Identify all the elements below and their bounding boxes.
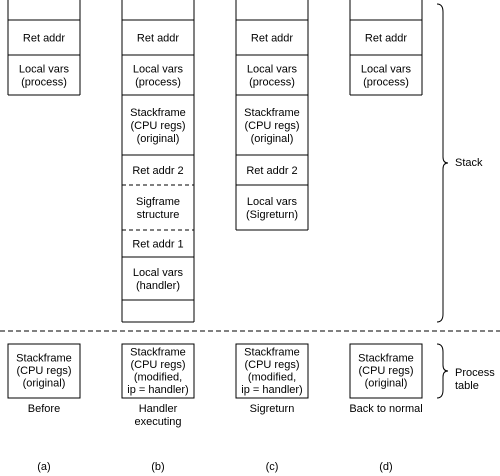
column-caption-line: Handler xyxy=(139,403,178,415)
process-table-text-line: Stackframe xyxy=(16,353,72,365)
stack-cell-text-line: Ret addr xyxy=(137,33,180,45)
stack-cell-text-line: Ret addr 2 xyxy=(132,165,183,177)
process-table-text: Stackframe(CPU regs)(modified,ip = handl… xyxy=(127,346,188,396)
stack-cell-text: Ret addr xyxy=(23,33,66,45)
process-table-frame xyxy=(349,343,423,399)
process-table-text-line: (original) xyxy=(23,378,66,390)
process-table-text-line: (CPU regs) xyxy=(130,359,185,371)
column-letter: (b) xyxy=(151,461,164,473)
process-table-text-line: (CPU regs) xyxy=(358,365,413,377)
stack-cell-text: Local vars(handler) xyxy=(133,267,184,292)
stack-cell-text: Local vars(process) xyxy=(361,64,412,89)
stack-cell-text-line: Stackframe xyxy=(130,107,186,119)
process-table-text: Stackframe(CPU regs)(original) xyxy=(16,353,72,390)
process-table-label-line: Process xyxy=(455,367,495,379)
process-table-text: Stackframe(CPU regs)(original) xyxy=(358,353,414,390)
process-table-brace xyxy=(436,343,449,399)
stack-cell-text-line: Local vars xyxy=(133,267,184,279)
stack-cell-text: Stackframe(CPU regs)(original) xyxy=(130,107,186,145)
process-table-text-line: (CPU regs) xyxy=(16,365,71,377)
stack-cell-text-line: Local vars xyxy=(247,64,298,76)
column-caption: Before xyxy=(28,403,60,415)
stack-cell-text-line: Local vars xyxy=(133,64,184,76)
stack-cell-text-line: (CPU regs) xyxy=(130,120,185,132)
stack-cell-text-line: (process) xyxy=(21,77,67,89)
stack-cell-text: Ret addr 2 xyxy=(246,165,297,177)
stack-cell-text: Local vars(Sigreturn) xyxy=(246,196,298,221)
process-table-frame xyxy=(235,343,309,399)
process-table-frame xyxy=(7,343,81,399)
process-table-layer: Stackframe(CPU regs)(original)Stackframe… xyxy=(7,343,423,399)
stack-cell-text-line: Local vars xyxy=(19,64,70,76)
stack-cell-text-line: Stackframe xyxy=(244,107,300,119)
process-table-box: Stackframe(CPU regs)(original) xyxy=(349,343,423,399)
stack-cell-text-line: structure xyxy=(137,209,180,221)
stack-cell-text-line: (process) xyxy=(249,77,295,89)
column-caption-line: Sigreturn xyxy=(250,403,295,415)
stack-cell-text: Local vars(process) xyxy=(133,64,184,89)
column-letter: (a) xyxy=(37,461,50,473)
column-caption: Back to normal xyxy=(349,403,422,415)
stack-cell-text-line: Ret addr xyxy=(23,33,66,45)
stack-cell-text-line: Sigframe xyxy=(136,196,180,208)
stack-cell-text-line: (process) xyxy=(135,77,181,89)
stack-cell-text-line: Ret addr 2 xyxy=(246,165,297,177)
process-table-text-line: Stackframe xyxy=(244,346,300,358)
stack-cell-text: Ret addr xyxy=(251,33,294,45)
stack-cell-text: Ret addr 1 xyxy=(132,239,183,251)
process-table-text: Stackframe(CPU regs)(modified,ip = handl… xyxy=(241,346,302,396)
column-letter: (d) xyxy=(379,461,392,473)
stack-cell-text-line: Local vars xyxy=(361,64,412,76)
stack-cell-text: Ret addr xyxy=(137,33,180,45)
stack-cell-text-line: Local vars xyxy=(247,196,298,208)
process-table-box: Stackframe(CPU regs)(original) xyxy=(7,343,81,399)
column-caption: Sigreturn xyxy=(250,403,295,415)
process-table-text-line: (modified, xyxy=(248,371,296,383)
stack-cell-text: Ret addr 2 xyxy=(132,165,183,177)
process-table-frame xyxy=(121,343,195,399)
process-table-text-line: (original) xyxy=(365,378,408,390)
stack-brace xyxy=(436,3,449,323)
process-table-text-line: (CPU regs) xyxy=(244,359,299,371)
column-letter: (c) xyxy=(266,461,279,473)
stack-cell-text-line: (handler) xyxy=(136,280,180,292)
process-table-text-line: Stackframe xyxy=(130,346,186,358)
stack-cell-text-line: Ret addr xyxy=(365,33,408,45)
process-table-text-line: ip = handler) xyxy=(127,384,188,396)
process-table-box: Stackframe(CPU regs)(modified,ip = handl… xyxy=(121,343,195,399)
process-table-text-line: ip = handler) xyxy=(241,384,302,396)
process-table-text-line: (modified, xyxy=(134,371,182,383)
stack-label: Stack xyxy=(455,157,483,169)
column-caption-line: executing xyxy=(134,416,181,428)
stack-cell-text-line: (original) xyxy=(251,133,294,145)
column-caption-line: Before xyxy=(28,403,60,415)
stack-cell-text: Local vars(process) xyxy=(247,64,298,89)
column-caption-line: Back to normal xyxy=(349,403,422,415)
process-table-box: Stackframe(CPU regs)(modified,ip = handl… xyxy=(235,343,309,399)
stack-cell-text-line: (CPU regs) xyxy=(244,120,299,132)
stack-cell-text-line: (Sigreturn) xyxy=(246,209,298,221)
stack-cell-text-line: Ret addr xyxy=(251,33,294,45)
stack-cell-text-line: (process) xyxy=(363,77,409,89)
process-table-text-line: Stackframe xyxy=(358,353,414,365)
stack-cell-text: Local vars(process) xyxy=(19,64,70,89)
stack-cell-text: Stackframe(CPU regs)(original) xyxy=(244,107,300,145)
stack-cell-text-line: Ret addr 1 xyxy=(132,239,183,251)
process-table-label-line: table xyxy=(455,380,479,392)
stack-cell-text: Ret addr xyxy=(365,33,408,45)
stack-cell-text-line: (original) xyxy=(137,133,180,145)
